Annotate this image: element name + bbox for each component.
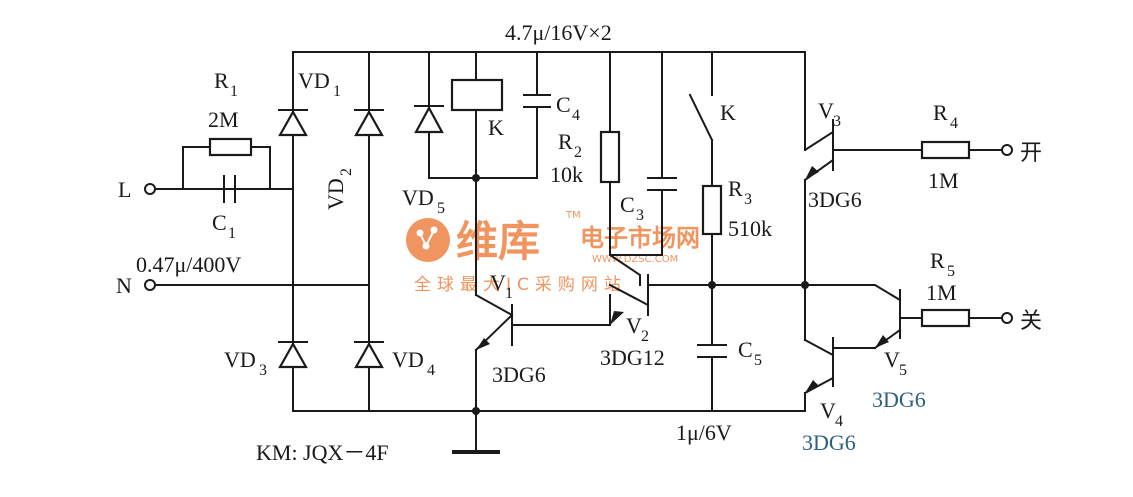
resistor-r4 — [920, 140, 971, 160]
v1-sub: 1 — [505, 285, 513, 302]
resistor-r2 — [599, 130, 621, 184]
terminal-n — [144, 279, 156, 291]
switch-k-label: K — [720, 100, 736, 125]
c1-sub: 1 — [228, 225, 236, 242]
v2-name: V — [626, 313, 642, 338]
v4-emitter-arrow — [805, 380, 819, 393]
vd3-sub: 3 — [259, 362, 267, 379]
r4-name: R — [933, 100, 948, 125]
v4-sub: 4 — [835, 413, 843, 430]
v5-sub: 5 — [899, 362, 907, 379]
c1-value: 0.47μ/400V — [136, 252, 241, 277]
r3-name: R — [728, 176, 743, 201]
v2-model: 3DG12 — [600, 345, 665, 370]
v2-emitter-arrow — [610, 311, 624, 325]
c5-sub: 5 — [754, 352, 762, 369]
cap-spec-label: 4.7μ/16V×2 — [505, 20, 612, 45]
terminal-l — [144, 183, 156, 195]
r1-sub: 1 — [230, 83, 238, 100]
r3-sub: 3 — [744, 191, 752, 208]
v3-name: V — [818, 98, 834, 123]
r2-name: R — [558, 129, 573, 154]
v1-name: V — [490, 270, 506, 295]
v3-sub: 3 — [833, 113, 841, 130]
vd5-name: VD — [402, 185, 434, 210]
terminal-l-label: L — [118, 177, 131, 202]
resistor-r1 — [208, 137, 253, 157]
watermark-url: WWW.DZSC.COM — [592, 254, 678, 265]
r4-value: 1M — [928, 168, 959, 193]
watermark-site-name: 电子市场网 — [580, 224, 700, 252]
terminal-n-label: N — [116, 273, 132, 298]
vd4-sub: 4 — [427, 362, 435, 379]
vd4-name: VD — [392, 347, 424, 372]
v2-sub: 2 — [641, 328, 649, 345]
c4-sub: 4 — [572, 107, 580, 124]
capacitor-c5 — [697, 344, 727, 358]
r4-sub: 4 — [950, 115, 958, 132]
c3-sub: 3 — [636, 207, 644, 224]
resistor-r3 — [701, 184, 723, 236]
r1-value: 2M — [208, 107, 239, 132]
v5-name: V — [884, 347, 900, 372]
v4-model: 3DG6 — [802, 430, 856, 455]
c5-value: 1μ/6V — [676, 420, 732, 445]
watermark-logo-icon — [406, 218, 450, 262]
v5-model: 3DG6 — [872, 387, 926, 412]
vd2-name: VD — [323, 178, 348, 210]
v3-model: 3DG6 — [808, 187, 862, 212]
c3-name: C — [620, 192, 635, 217]
capacitor-c3 — [647, 177, 677, 191]
vd5-sub: 5 — [437, 200, 445, 217]
terminal-open-label: 开 — [1020, 140, 1042, 165]
vd1-sub: 1 — [333, 83, 341, 100]
c4-name: C — [556, 92, 571, 117]
c5-name: C — [738, 337, 753, 362]
v1-model: 3DG6 — [492, 362, 546, 387]
vd2-sub: 2 — [338, 168, 355, 176]
c1-name: C — [212, 210, 227, 235]
resistor-r5 — [920, 308, 971, 328]
capacitor-c4 — [523, 94, 551, 108]
diode-vd5 — [414, 105, 444, 134]
watermark: 维库 TM 电子市场网 WWW.DZSC.COM 全球最大IC采购网站 — [406, 210, 700, 295]
terminal-close-label: 关 — [1020, 308, 1042, 333]
switch-k — [688, 77, 714, 142]
km-relay-label: KM: JQX－4F — [256, 440, 389, 465]
watermark-brand: 维库 — [456, 217, 540, 266]
diode-vd4 — [354, 341, 384, 369]
terminal-close — [1001, 312, 1013, 324]
vd3-name: VD — [224, 347, 256, 372]
vd2-label: VD 2 — [323, 168, 355, 210]
junctions — [472, 174, 809, 415]
diode-vd2 — [354, 109, 384, 137]
v4-name: V — [820, 398, 836, 423]
diode-vd1 — [278, 109, 308, 137]
watermark-slogan: 全球最大IC采购网站 — [414, 275, 627, 295]
r1-name: R — [214, 68, 229, 93]
r3-value: 510k — [728, 216, 772, 241]
vd1-name: VD — [298, 68, 330, 93]
v1-emitter-arrow — [476, 338, 490, 350]
v3-emitter-arrow — [805, 166, 819, 180]
r5-value: 1M — [926, 280, 957, 305]
relay-coil-k — [450, 78, 504, 112]
r5-sub: 5 — [947, 263, 955, 280]
r2-sub: 2 — [574, 144, 582, 161]
diode-vd3 — [278, 341, 308, 369]
watermark-tm: TM — [565, 210, 581, 221]
v5-emitter-arrow — [875, 335, 889, 348]
relay-k-label: K — [488, 115, 504, 140]
terminal-open — [1001, 144, 1013, 156]
r2-value: 10k — [550, 162, 583, 187]
capacitor-c1 — [223, 175, 236, 203]
r5-name: R — [930, 248, 945, 273]
